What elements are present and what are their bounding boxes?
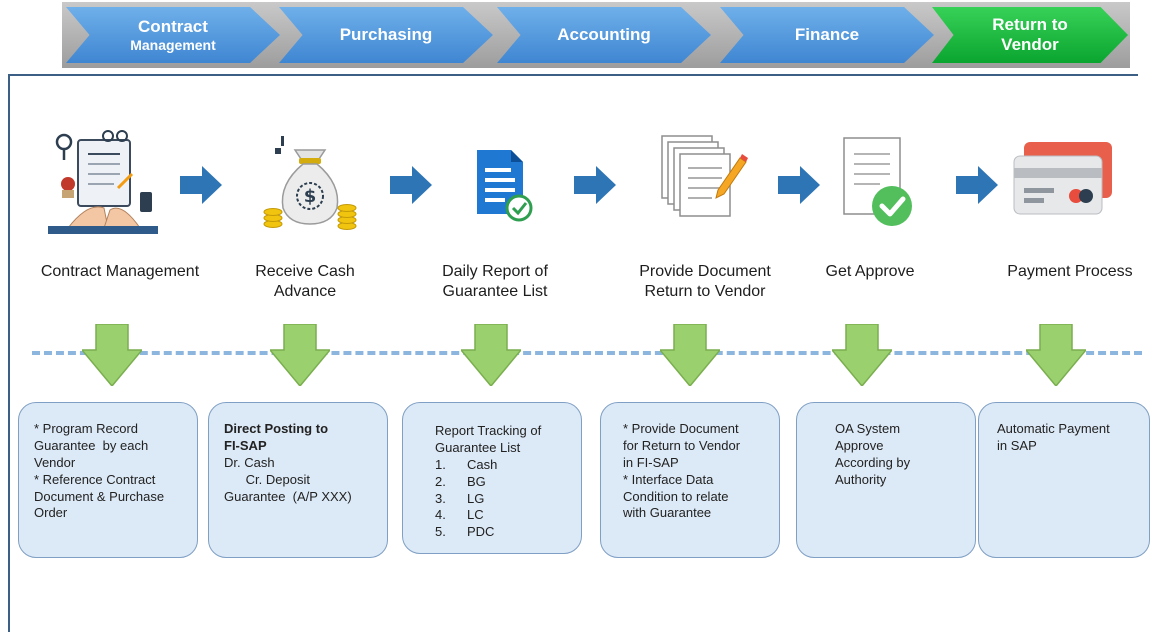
box-line: for Return to Vendor: [623, 437, 741, 453]
down-arrow-icon: [1026, 324, 1086, 386]
step-label-receive-cash-advance: Receive Cash Advance: [255, 263, 355, 300]
step-arrow-icon: [956, 164, 998, 206]
box-line: OA System: [835, 421, 901, 436]
detail-box-contract: * Program Record Guarantee by each Vendo…: [18, 402, 198, 558]
stage-purchasing: Purchasing: [279, 7, 493, 63]
box-title: Direct Posting to: [224, 421, 329, 436]
box-line: Guarantee (A/P XXX): [224, 488, 352, 504]
box-line: Order: [34, 505, 68, 521]
down-arrow-icon: [82, 324, 142, 386]
box-line: in SAP: [997, 437, 1037, 453]
box-line: Automatic Payment: [997, 421, 1110, 436]
list-item: 1. Cash: [435, 457, 569, 474]
box-line: with Guarantee: [623, 505, 712, 521]
stage-label: Contract: [138, 17, 208, 37]
step-label-daily-report: Daily Report of Guarantee List: [442, 263, 548, 300]
list-text: PDC: [467, 524, 495, 540]
list-number: 2.: [435, 473, 446, 489]
down-arrow-icon: [660, 324, 720, 386]
box-line: Document & Purchase: [34, 488, 165, 504]
dashed-separator: [32, 351, 1142, 355]
report-check-icon: [445, 128, 555, 238]
detail-box-guarantee-report: Report Tracking of Guarantee List 1. Cash…: [402, 402, 582, 554]
stage-label: Accounting: [557, 25, 651, 45]
contract-document-icon: [48, 128, 158, 238]
list-text: BG: [467, 473, 486, 489]
money-bag-icon: $: [255, 128, 365, 238]
guarantee-type-list: 1. Cash 2. BG 3. LG 4. LC 5. PDC: [435, 457, 569, 541]
step-label-provide-document: Provide Document Return to Vendor: [639, 263, 771, 300]
step-arrow-icon: [390, 164, 432, 206]
down-arrow-icon: [270, 324, 330, 386]
stage-accounting: Accounting: [497, 7, 711, 63]
list-item: 3. LG: [435, 491, 569, 508]
step-label-payment-process: Payment Process: [1007, 263, 1133, 280]
step-label-get-approve: Get Approve: [825, 263, 915, 280]
list-number: 4.: [435, 507, 446, 523]
box-line: Dr. Cash: [224, 454, 275, 470]
detail-box-payment: Automatic Payment in SAP: [978, 402, 1150, 558]
box-line: Condition to relate: [623, 488, 729, 504]
box-title: Report Tracking of: [435, 423, 542, 438]
box-line: Guarantee by each: [34, 437, 149, 453]
list-text: LC: [467, 507, 484, 523]
box-line: * Provide Document: [623, 421, 739, 436]
box-line: Authority: [835, 471, 887, 487]
box-line: * Interface Data: [623, 471, 714, 487]
step-arrow-icon: [778, 164, 820, 206]
down-arrow-icon: [461, 324, 521, 386]
box-line: Approve: [835, 437, 884, 453]
documents-pen-icon: [648, 128, 758, 238]
stage-label: Finance: [794, 25, 860, 45]
box-line: * Reference Contract: [34, 471, 156, 487]
list-item: 4. LC: [435, 507, 569, 524]
box-title: Guarantee List: [435, 439, 521, 455]
list-text: LG: [467, 490, 485, 506]
stage-finance: Finance: [720, 7, 934, 63]
box-line: in FI-SAP: [623, 454, 679, 470]
approved-document-icon: [830, 128, 940, 238]
box-line: Cr. Deposit: [224, 471, 310, 487]
list-number: 3.: [435, 490, 446, 506]
stage-label: Return to: [992, 15, 1068, 35]
detail-box-return-document: * Provide Document for Return to Vendor …: [600, 402, 780, 558]
box-line: According by: [835, 454, 911, 470]
detail-box-approval: OA System Approve According by Authority: [796, 402, 976, 558]
down-arrow-icon: [832, 324, 892, 386]
box-line: * Program Record: [34, 421, 139, 436]
step-arrow-icon: [180, 164, 222, 206]
step-label-contract-management: Contract Management: [40, 263, 200, 280]
list-number: 1.: [435, 456, 446, 472]
diagram-frame: [8, 74, 1138, 632]
stage-label-sub: Management: [130, 36, 216, 53]
box-title: FI-SAP: [224, 437, 267, 453]
step-arrow-icon: [574, 164, 616, 206]
box-line: Vendor: [34, 454, 76, 470]
list-item: 5. PDC: [435, 524, 569, 541]
list-text: Cash: [467, 456, 498, 472]
credit-card-icon: [1010, 128, 1120, 238]
stage-label: Purchasing: [339, 25, 433, 45]
list-number: 5.: [435, 524, 446, 540]
detail-box-cash-advance: Direct Posting to FI-SAP Dr. Cash Cr. De…: [208, 402, 388, 558]
stage-label-sub: Vendor: [1001, 35, 1059, 54]
svg-text:$: $: [304, 186, 317, 207]
list-item: 2. BG: [435, 474, 569, 491]
